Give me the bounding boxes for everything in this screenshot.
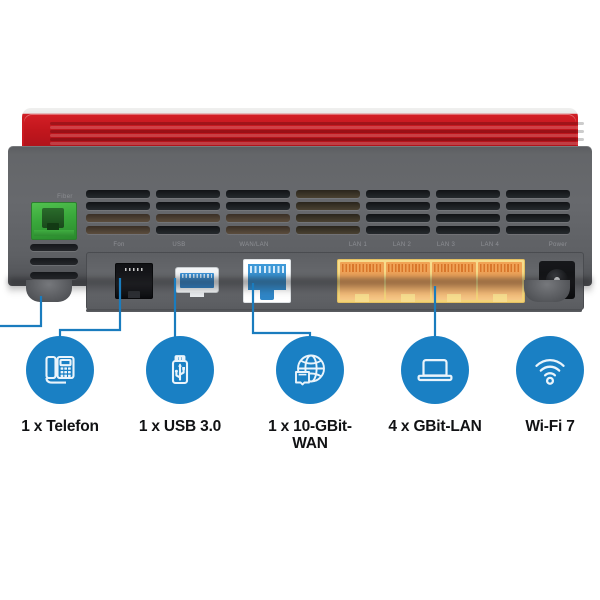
usb-stick-icon [171, 355, 189, 385]
desk-phone-icon [45, 355, 75, 384]
lan-icon-circle [401, 336, 469, 404]
usb-icon-circle [146, 336, 214, 404]
feature-label-lan: 4 x GBit-LAN [388, 418, 482, 435]
plate-seam [86, 309, 582, 312]
feature-usb[interactable]: 1 x USB 3.0 [120, 336, 240, 435]
router-foot-left [26, 280, 72, 302]
port-label-lan4: LAN 4 [480, 242, 500, 248]
feature-wifi[interactable]: Wi-Fi 7 [490, 336, 600, 435]
port-label-lan1: LAN 1 [348, 242, 368, 248]
wifi-signal-icon [535, 358, 565, 385]
wan-icon-circle [276, 336, 344, 404]
vent-grid [86, 190, 582, 238]
fiber-port [31, 202, 77, 240]
fiber-port-label: Fiber [57, 194, 73, 200]
feature-row: 1 x Telefon [0, 336, 600, 496]
router-grey-body: Fiber [8, 146, 592, 312]
globe-rj45-icon [295, 354, 325, 386]
port-label-power: Power [548, 242, 568, 248]
router-device: Fiber [8, 108, 592, 312]
router-drop-shadow [8, 278, 592, 294]
feature-label-wifi: Wi-Fi 7 [525, 418, 575, 435]
feature-telefon[interactable]: 1 x Telefon [0, 336, 120, 435]
port-label-lan2: LAN 2 [392, 242, 412, 248]
feature-label-wan: 1 x 10-GBit- WAN [268, 418, 352, 453]
feature-lan[interactable]: 4 x GBit-LAN [375, 336, 495, 435]
feature-label-usb: 1 x USB 3.0 [138, 418, 222, 435]
left-vent-slots [30, 244, 78, 288]
wifi-icon-circle [516, 336, 584, 404]
port-label-fon: Fon [113, 242, 125, 248]
port-label-usb: USB [172, 242, 186, 248]
router-foot-right [524, 280, 570, 302]
port-label-wan: WAN/LAN [239, 242, 269, 248]
telefon-icon-circle [26, 336, 94, 404]
laptop-icon [417, 359, 453, 382]
feature-wan[interactable]: 1 x 10-GBit- WAN [250, 336, 370, 453]
feature-label-telefon: 1 x Telefon [21, 418, 99, 435]
port-label-lan3: LAN 3 [436, 242, 456, 248]
